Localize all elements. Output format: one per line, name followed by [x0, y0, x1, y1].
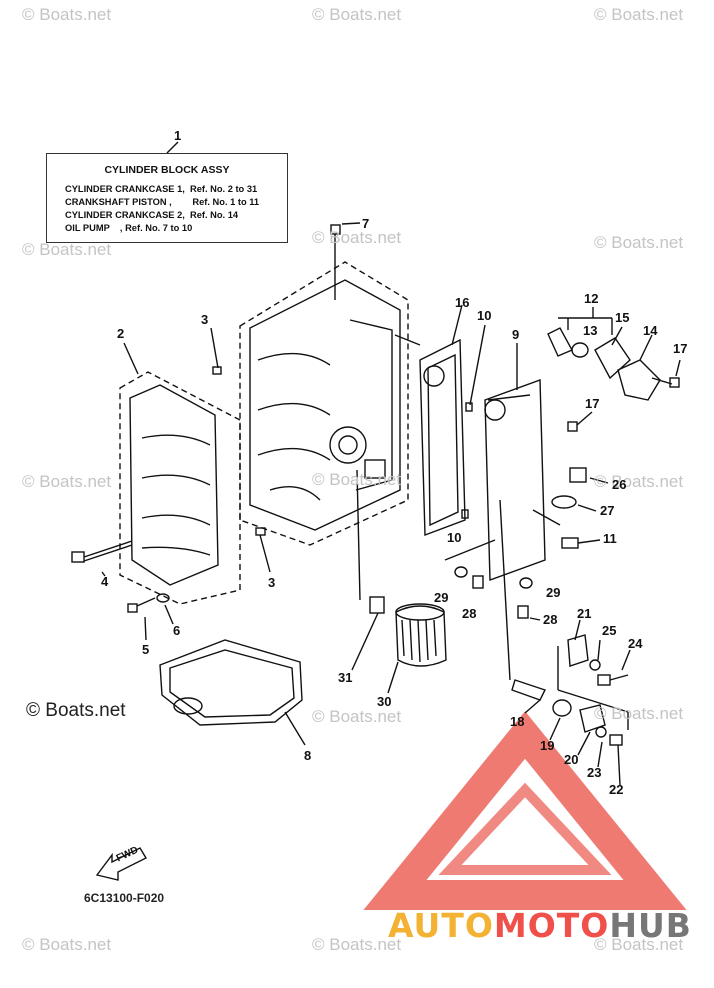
legend-line: OIL PUMP , Ref. No. 7 to 10 [65, 223, 193, 233]
callout-10: 10 [477, 308, 492, 323]
callout-30: 30 [377, 694, 392, 709]
callout-17: 17 [673, 341, 688, 356]
callout-25: 25 [602, 623, 617, 638]
brand-part-hub: HUB [609, 906, 692, 945]
callout-21: 21 [577, 606, 592, 621]
watermark-text: © Boats.net [22, 472, 112, 491]
callout-18: 18 [510, 714, 525, 729]
legend-line: CYLINDER CRANKCASE 2, Ref. No. 14 [65, 210, 239, 220]
watermark-text: © Boats.net [594, 233, 684, 252]
callout-26: 26 [612, 477, 627, 492]
diagram-part-code: 6C13100-F020 [84, 891, 165, 905]
callout-19: 19 [540, 738, 555, 753]
callout-3: 3 [201, 312, 209, 327]
callout-4: 4 [101, 574, 109, 589]
watermark-text-dark: © Boats.net [26, 700, 126, 721]
callout-5: 5 [142, 642, 150, 657]
callout-31: 31 [338, 670, 353, 685]
callout-2: 2 [117, 326, 125, 341]
callout-7: 7 [362, 216, 370, 231]
watermark-text: © Boats.net [22, 5, 112, 24]
watermark-text: © Boats.net [312, 707, 402, 726]
watermark-text: © Boats.net [594, 472, 684, 491]
automotohub-logo-mark [363, 711, 687, 910]
legend-title: CYLINDER BLOCK ASSY [104, 164, 230, 176]
watermark-text: © Boats.net [594, 935, 684, 954]
watermark-text: © Boats.net [312, 935, 402, 954]
watermark-text: © Boats.net [312, 228, 402, 247]
callout-11: 11 [603, 531, 617, 546]
callout-1: 1 [174, 128, 182, 143]
callout-27: 27 [600, 503, 615, 518]
callout-12: 12 [584, 291, 599, 306]
callout-16: 16 [455, 295, 470, 310]
callout-17: 17 [585, 396, 600, 411]
brand-part-auto: AUTO [388, 906, 494, 945]
watermark-text: © Boats.net [312, 5, 402, 24]
callout-24: 24 [628, 636, 643, 651]
watermark-text: © Boats.net [312, 470, 402, 489]
callout-28: 28 [543, 612, 558, 627]
watermark-text: © Boats.net [594, 704, 684, 723]
callout-15: 15 [615, 310, 630, 325]
legend-line: CYLINDER CRANKCASE 1, Ref. No. 2 to 31 [65, 184, 258, 194]
brand-part-moto: MOTO [493, 906, 610, 945]
callout-29: 29 [434, 590, 449, 605]
callout-20: 20 [564, 752, 579, 767]
callout-10: 10 [447, 530, 462, 545]
assembly-legend-box: CYLINDER BLOCK ASSY CYLINDER CRANKCASE 1… [46, 153, 288, 243]
automotohub-logo-text: AUTOMOTOHUB [388, 906, 692, 945]
callout-8: 8 [304, 748, 312, 763]
callout-9: 9 [512, 327, 520, 342]
callout-28: 28 [462, 606, 477, 621]
callout-14: 14 [643, 323, 658, 338]
callout-6: 6 [173, 623, 181, 638]
callout-13: 13 [583, 323, 598, 338]
watermark-text: © Boats.net [22, 935, 112, 954]
callout-22: 22 [609, 782, 624, 797]
legend-line: CRANKSHAFT PISTON , Ref. No. 1 to 11 [65, 197, 260, 207]
callout-29: 29 [546, 585, 561, 600]
callout-3: 3 [268, 575, 276, 590]
watermark-text: © Boats.net [22, 240, 112, 259]
watermark-text: © Boats.net [594, 5, 684, 24]
callout-23: 23 [587, 765, 602, 780]
